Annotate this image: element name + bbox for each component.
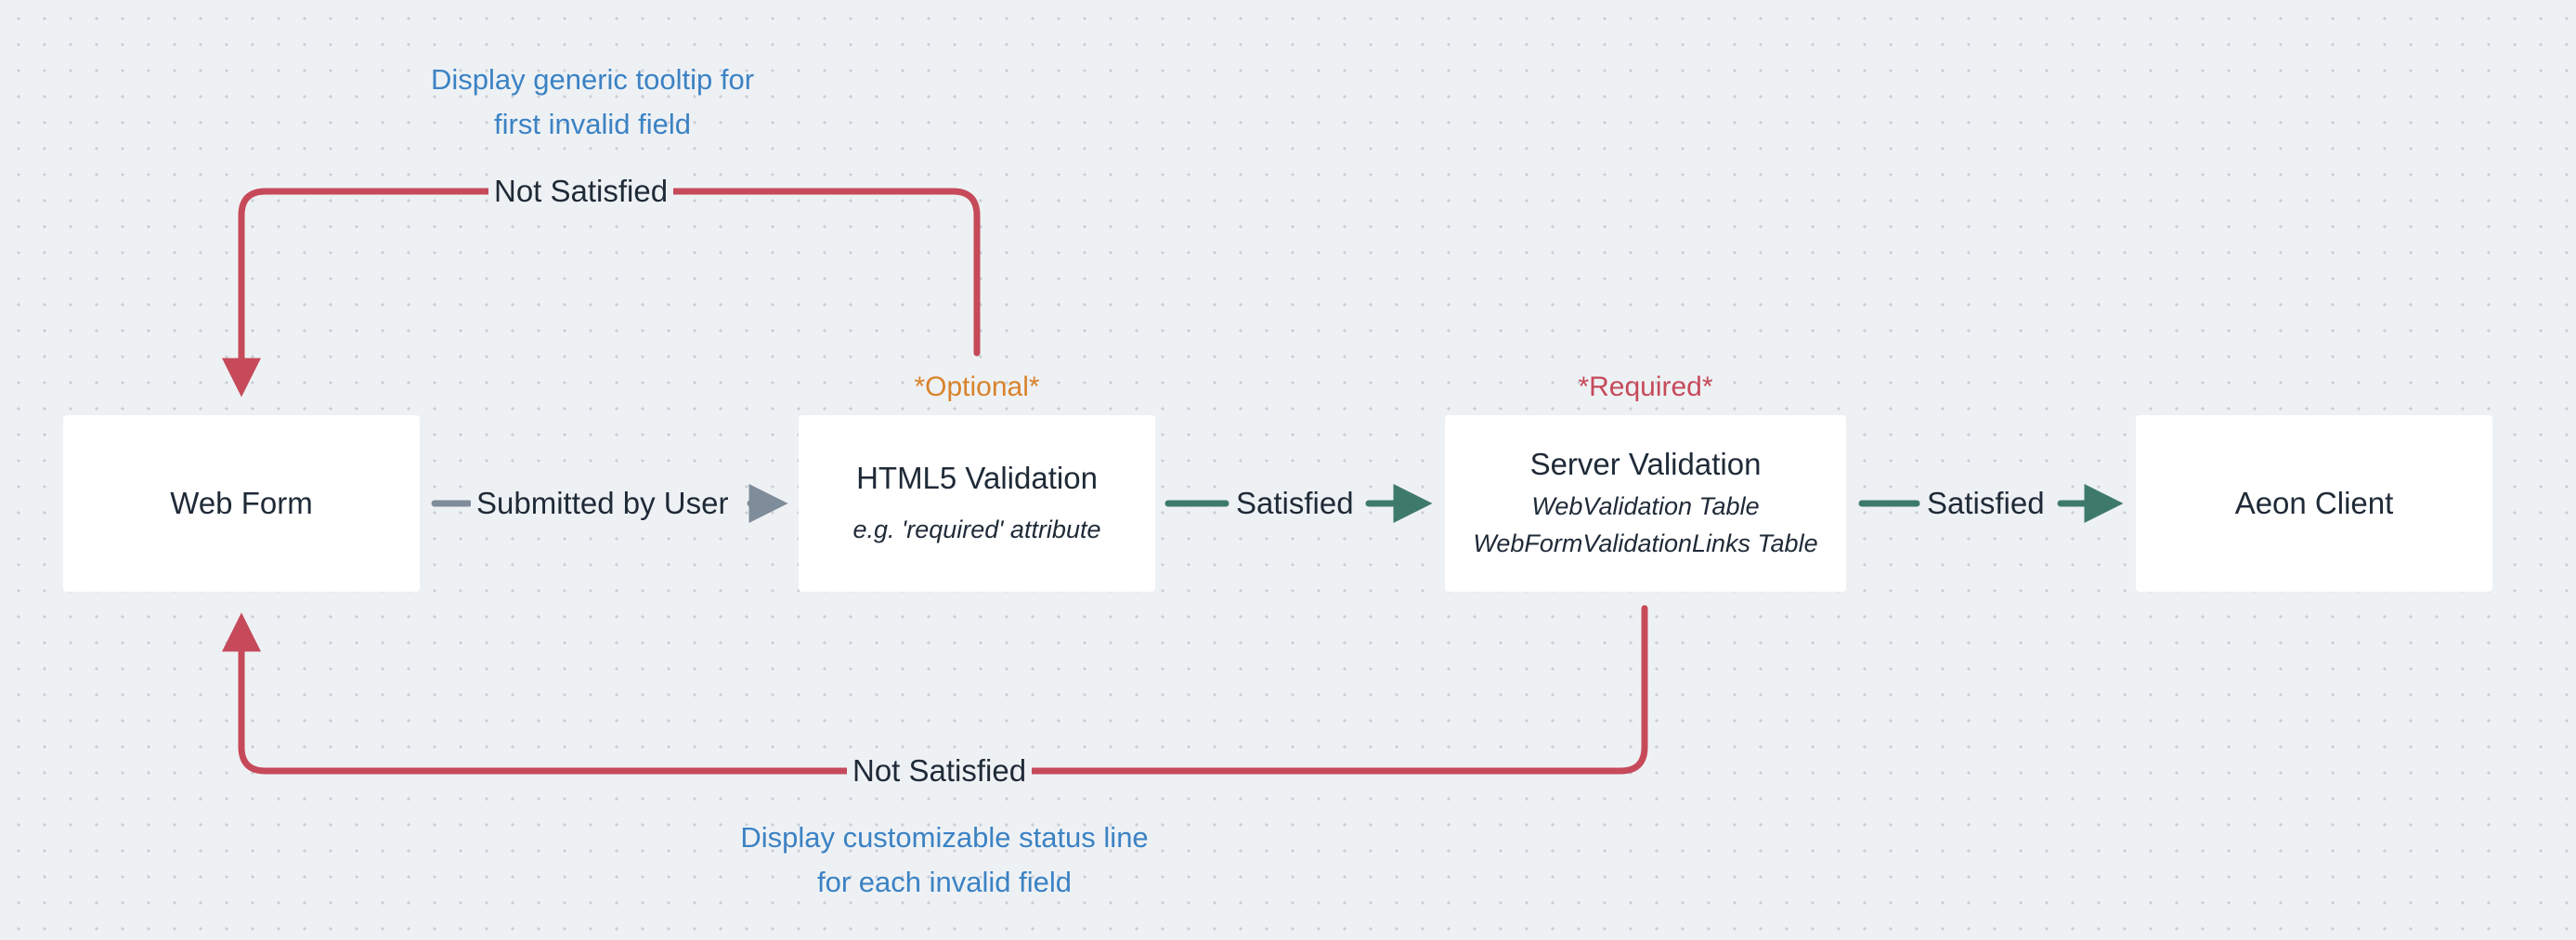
note-bottom-line-1: Display customizable status line: [740, 821, 1149, 854]
node-aeon-client[interactable]: Aeon Client: [2136, 415, 2492, 592]
note-top-line-1: Display generic tooltip for: [430, 63, 755, 96]
node-server-line-1: WebValidation Table: [1531, 492, 1760, 520]
node-html5-subtitle: e.g. 'required' attribute: [852, 516, 1101, 543]
node-server-line-2: WebFormValidationLinks Table: [1473, 529, 1818, 557]
required-tag: *Required*: [1578, 372, 1713, 402]
edge-label-satisfied-2: Satisfied: [1921, 483, 2050, 524]
note-top: Display generic tooltip for first invali…: [314, 58, 871, 147]
edge-label-satisfied-1: Satisfied: [1230, 483, 1360, 524]
node-web-form-title: Web Form: [170, 486, 313, 520]
optional-tag: *Optional*: [914, 372, 1040, 402]
edge-label-submitted: Submitted by User: [471, 483, 735, 524]
node-html5-validation[interactable]: HTML5 Validation e.g. 'required' attribu…: [799, 415, 1155, 592]
node-aeon-title: Aeon Client: [2234, 486, 2394, 520]
note-top-line-2: first invalid field: [494, 108, 691, 140]
arrow-not-satisfied-bottom: [222, 605, 1648, 775]
edge-label-not-satisfied-top: Not Satisfied: [488, 171, 674, 212]
node-server-validation[interactable]: Server Validation WebValidation Table We…: [1445, 415, 1846, 592]
arrow-not-satisfied-top: [222, 188, 981, 398]
node-html5-title: HTML5 Validation: [856, 461, 1098, 495]
note-bottom-line-2: for each invalid field: [817, 866, 1072, 898]
note-bottom: Display customizable status line for eac…: [652, 816, 1237, 905]
node-server-title: Server Validation: [1529, 447, 1762, 481]
edge-label-not-satisfied-bottom: Not Satisfied: [847, 751, 1033, 791]
node-web-form[interactable]: Web Form: [63, 415, 420, 592]
